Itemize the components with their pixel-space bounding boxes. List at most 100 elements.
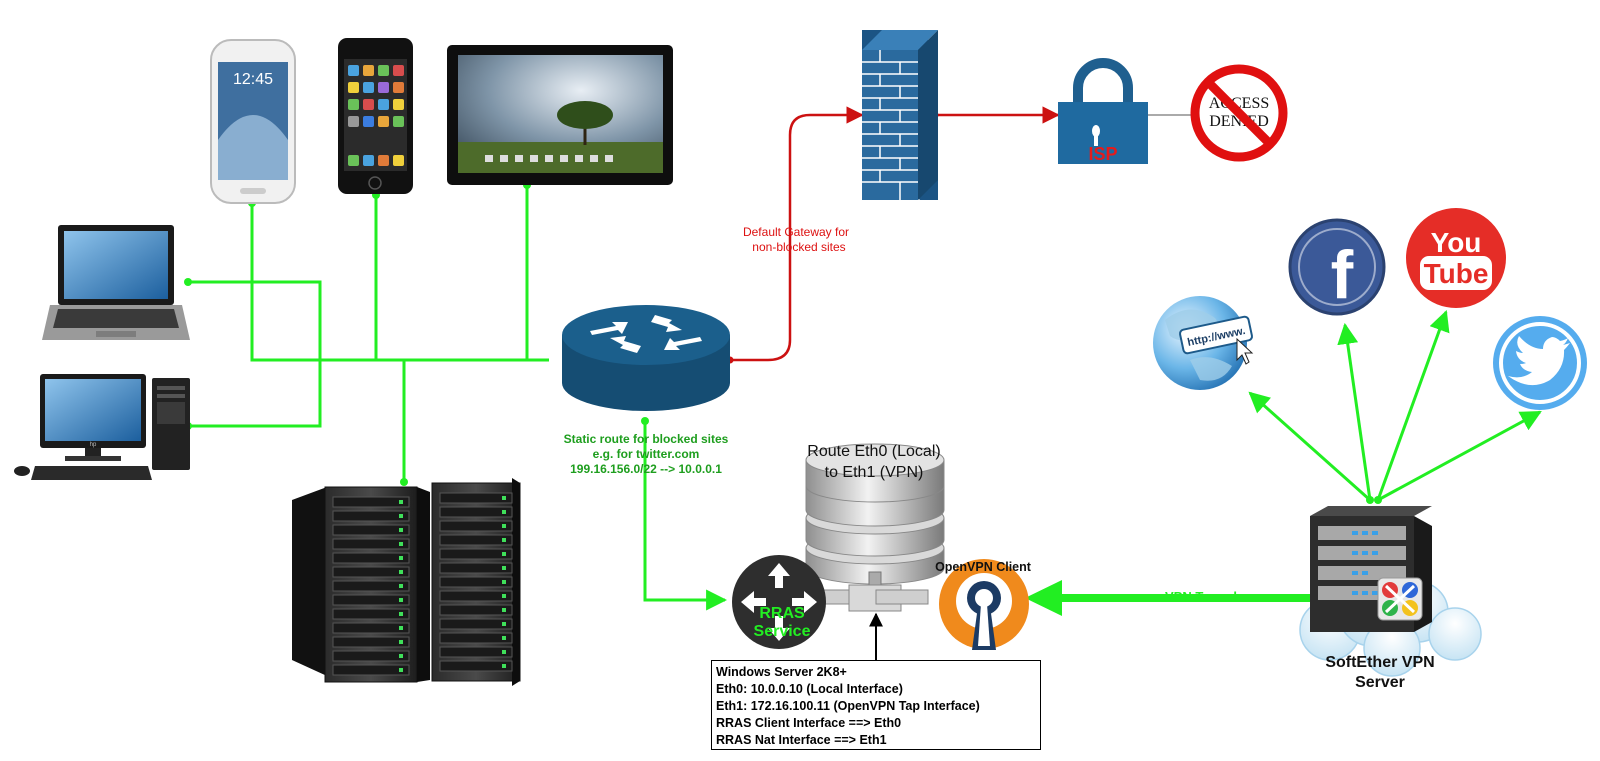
access-denied-icon: ACCESS DENIED (1190, 64, 1288, 162)
rack-led (502, 496, 506, 500)
rack-led (502, 566, 506, 570)
rack-unit (439, 492, 513, 504)
rack-led (399, 514, 403, 518)
static-route-line1: Static route for blocked sites (564, 432, 729, 446)
database-icon (805, 443, 945, 612)
rack-unit (439, 660, 513, 672)
default-gateway-line1: Default Gateway for (743, 225, 849, 239)
rack-led (399, 528, 403, 532)
server-info-line: RRAS Client Interface ==> Eth0 (716, 716, 902, 730)
server-info-line: RRAS Nat Interface ==> Eth1 (716, 733, 887, 747)
rack-unit (332, 538, 410, 550)
tablet-icon (447, 45, 673, 185)
rack-unit (332, 552, 410, 564)
rack-led (399, 654, 403, 658)
rack-unit (439, 520, 513, 532)
rack-led (502, 650, 506, 654)
rack-unit (439, 604, 513, 616)
rack-led (502, 524, 506, 528)
rack-unit (439, 548, 513, 560)
server-info-line: Eth1: 172.16.100.11 (OpenVPN Tap Interfa… (716, 699, 980, 713)
server-rack-units (332, 492, 513, 676)
rack-led (502, 594, 506, 598)
rack-led (399, 556, 403, 560)
rack-unit (439, 632, 513, 644)
phone-time: 12:45 (233, 71, 273, 88)
rack-led (502, 622, 506, 626)
cloud-server-icon (1299, 506, 1482, 677)
laptop-icon (42, 225, 190, 340)
route-db-line1: Route Eth0 (Local) (807, 443, 940, 460)
phone-icon: 12:45 (210, 39, 296, 204)
facebook-letter: f (1331, 237, 1354, 313)
twitter-icon (1493, 316, 1587, 410)
rack-led (399, 640, 403, 644)
server-info-line: Eth0: 10.0.0.10 (Local Interface) (716, 682, 903, 696)
rack-unit (332, 580, 410, 592)
softether-logo-icon (1377, 577, 1423, 621)
rack-unit (439, 618, 513, 630)
rack-led (502, 636, 506, 640)
rack-unit (439, 646, 513, 658)
router-icon (562, 305, 730, 411)
monitor-brand: hp (90, 442, 97, 448)
rack-led (399, 500, 403, 504)
isp-label: ISP (1088, 144, 1117, 164)
rras-label-line1: RRAS (759, 605, 805, 622)
server-rack-icon (292, 478, 521, 686)
rack-unit (332, 594, 410, 606)
route-db-label: Route Eth0 (Local) to Eth1 (VPN) (807, 443, 940, 481)
rack-unit (332, 510, 410, 522)
rack-led (502, 510, 506, 514)
globe-icon: http://www. (1153, 296, 1254, 390)
padlock-icon: ISP (1058, 58, 1148, 164)
lan-links (188, 185, 728, 611)
rack-unit (332, 664, 410, 676)
facebook-icon: f (1288, 218, 1386, 316)
rack-unit (439, 590, 513, 602)
rras-router-icon: RRAS Service (732, 555, 826, 649)
vpn-tunnel-label: VPN Tunnel (1165, 589, 1237, 604)
rack-led (502, 608, 506, 612)
server-info-box: Windows Server 2K8+ Eth0: 10.0.0.10 (Loc… (711, 660, 1041, 750)
rack-unit (332, 524, 410, 536)
rack-unit (332, 566, 410, 578)
internet-links (1248, 310, 1542, 502)
static-route-label: Static route for blocked sites e.g. for … (564, 432, 729, 476)
softether-line2: Server (1355, 674, 1405, 691)
rack-unit (439, 576, 513, 588)
default-route (730, 106, 1060, 362)
static-route-line3: 199.16.156.0/22 --> 10.0.0.1 (570, 462, 722, 476)
rack-led (399, 542, 403, 546)
youtube-you: You (1431, 227, 1482, 258)
rack-unit (332, 496, 410, 508)
desktop-icon: hp (14, 374, 190, 480)
rack-led (399, 668, 403, 672)
rack-led (502, 580, 506, 584)
rack-unit (439, 562, 513, 574)
youtube-tube: Tube (1424, 258, 1489, 289)
rras-label-line2: Service (754, 623, 811, 640)
rack-led (502, 552, 506, 556)
server-info-line: Windows Server 2K8+ (716, 665, 847, 679)
rack-unit (439, 534, 513, 546)
rack-led (399, 612, 403, 616)
rack-led (399, 598, 403, 602)
static-route-line2: e.g. for twitter.com (593, 447, 700, 461)
rack-led (399, 584, 403, 588)
openvpn-icon (939, 559, 1029, 650)
youtube-icon: You Tube (1406, 208, 1506, 308)
rack-unit (439, 506, 513, 518)
softether-line1: SoftEther VPN (1325, 654, 1434, 671)
firewall-icon (862, 30, 938, 200)
rack-unit (332, 636, 410, 648)
rack-led (502, 664, 506, 668)
rack-led (399, 626, 403, 630)
default-gateway-label: Default Gateway for non-blocked sites (743, 225, 849, 254)
rack-unit (332, 608, 410, 620)
softether-label: SoftEther VPN Server (1325, 654, 1434, 691)
rack-unit (332, 622, 410, 634)
default-gateway-line2: non-blocked sites (752, 240, 845, 254)
rack-led (399, 570, 403, 574)
